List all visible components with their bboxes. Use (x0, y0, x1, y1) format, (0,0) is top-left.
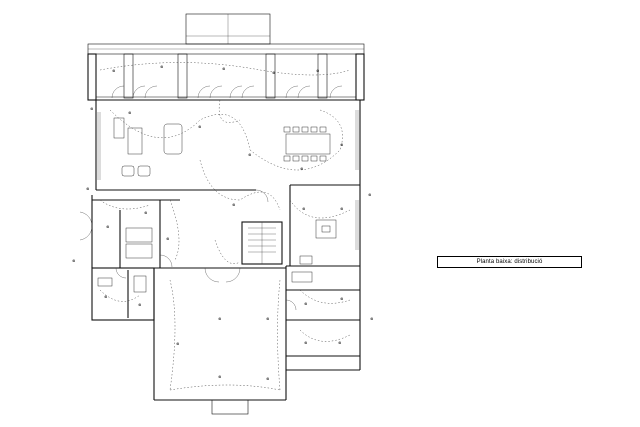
exterior-walls (87, 43, 365, 415)
svg-text:⊗: ⊗ (112, 68, 115, 73)
svg-text:⊗: ⊗ (340, 296, 343, 301)
svg-text:⊗: ⊗ (176, 341, 179, 346)
svg-text:⊗: ⊗ (222, 66, 225, 71)
svg-text:⊗: ⊗ (166, 236, 169, 241)
svg-text:⊗: ⊗ (104, 294, 107, 299)
drawing-title: Planta baixa: distribució (476, 259, 543, 265)
svg-text:⊗: ⊗ (128, 110, 131, 115)
furniture (97, 117, 337, 293)
svg-text:⊗: ⊗ (304, 301, 307, 306)
electrical-symbols: ⊗ ⊗ ⊗ ⊗ ⊗ ⊗ ⊗ ⊗ ⊗ ⊗ ⊗ ⊗ ⊗ ⊗ ⊗ ⊗ ⊗ ⊗ ⊗ ⊗ … (72, 64, 373, 381)
svg-text:⊗: ⊗ (302, 206, 305, 211)
door-swings (79, 85, 343, 311)
svg-text:⊗: ⊗ (248, 152, 251, 157)
svg-text:⊗: ⊗ (316, 68, 319, 73)
svg-text:⊗: ⊗ (300, 166, 303, 171)
svg-text:⊗: ⊗ (90, 106, 93, 111)
electrical-circuits (99, 62, 351, 391)
svg-text:⊗: ⊗ (272, 70, 275, 75)
windows (97, 110, 359, 250)
svg-text:⊗: ⊗ (232, 202, 235, 207)
svg-text:⊗: ⊗ (106, 224, 109, 229)
svg-text:⊗: ⊗ (138, 302, 141, 307)
svg-text:⊗: ⊗ (160, 64, 163, 69)
svg-text:⊗: ⊗ (218, 316, 221, 321)
svg-text:⊗: ⊗ (72, 258, 75, 263)
svg-text:⊗: ⊗ (370, 316, 373, 321)
svg-text:⊗: ⊗ (266, 376, 269, 381)
svg-text:⊗: ⊗ (198, 124, 201, 129)
top-canopy (185, 13, 271, 45)
svg-text:⊗: ⊗ (340, 206, 343, 211)
svg-text:⊗: ⊗ (86, 186, 89, 191)
svg-text:⊗: ⊗ (304, 340, 307, 345)
svg-text:⊗: ⊗ (144, 210, 147, 215)
svg-text:⊗: ⊗ (368, 192, 371, 197)
svg-text:⊗: ⊗ (340, 142, 343, 147)
svg-text:⊗: ⊗ (218, 374, 221, 379)
svg-text:⊗: ⊗ (338, 340, 341, 345)
svg-text:⊗: ⊗ (266, 316, 269, 321)
drawing-title-box: Planta baixa: distribució (437, 256, 582, 268)
